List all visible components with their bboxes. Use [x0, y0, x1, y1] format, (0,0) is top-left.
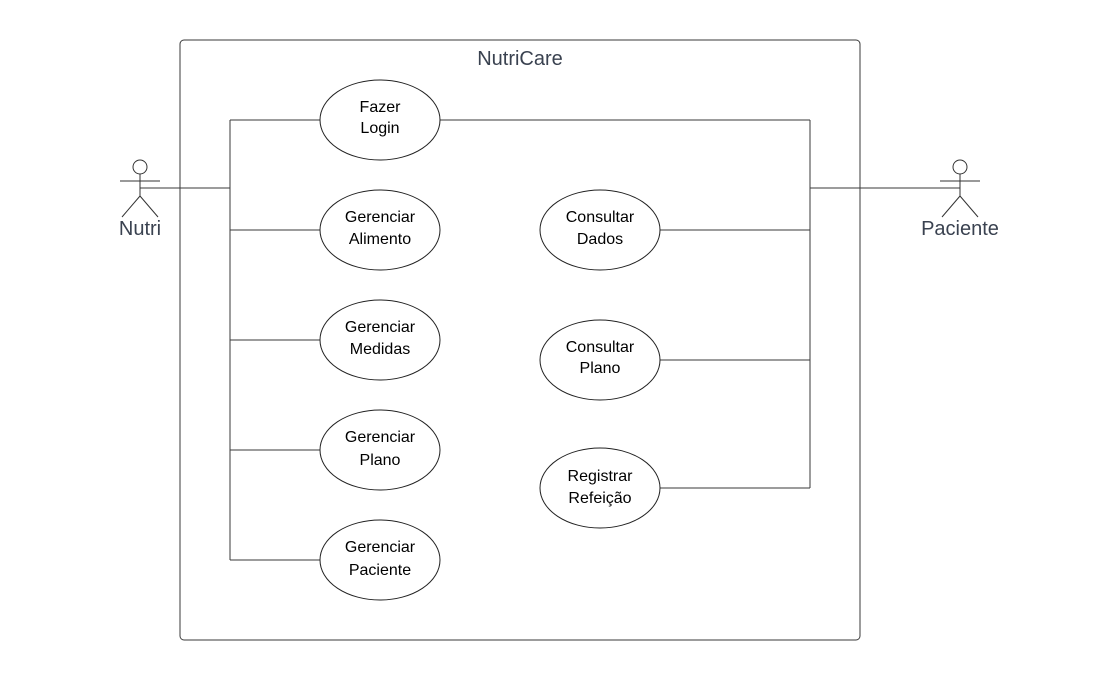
use-case-label-line1: Gerenciar	[345, 429, 416, 446]
use-case-label-line1: Gerenciar	[345, 319, 416, 336]
use-case-label-line1: Consultar	[566, 209, 635, 226]
use-case-gerenciar-alimento[interactable]: Gerenciar Alimento	[319, 189, 441, 271]
use-case-label-line2: Login	[360, 120, 399, 137]
use-case-fazer-login[interactable]: Fazer Login	[319, 79, 441, 161]
use-case-registrar-refeicao[interactable]: Registrar Refeição	[539, 447, 661, 529]
actor-label: Paciente	[921, 218, 999, 240]
use-case-label-line2: Plano	[360, 452, 401, 469]
use-case-label-line2: Refeição	[568, 490, 631, 507]
use-case-label-line2: Dados	[577, 231, 623, 248]
use-case-label-line2: Alimento	[349, 231, 411, 248]
actor-paciente[interactable]: Paciente	[921, 159, 999, 240]
actor-label: Nutri	[119, 218, 161, 240]
use-case-consultar-dados[interactable]: Consultar Dados	[539, 189, 661, 271]
use-case-label-line1: Registrar	[568, 468, 634, 485]
stick-figure-icon	[120, 159, 160, 218]
use-case-label-line1: Gerenciar	[345, 209, 416, 226]
actor-nutri[interactable]: Nutri	[119, 159, 161, 240]
use-case-label-line2: Medidas	[350, 341, 410, 358]
use-case-label-line2: Paciente	[349, 562, 411, 579]
nutri-associations	[140, 119, 320, 561]
stick-figure-icon	[940, 159, 980, 218]
use-case-consultar-plano[interactable]: Consultar Plano	[539, 319, 661, 401]
use-case-gerenciar-plano[interactable]: Gerenciar Plano	[319, 409, 441, 491]
use-case-label-line2: Plano	[580, 360, 621, 377]
use-case-gerenciar-medidas[interactable]: Gerenciar Medidas	[319, 299, 441, 381]
system-boundary	[179, 39, 861, 641]
use-case-label-line1: Consultar	[566, 339, 635, 356]
use-case-label-line1: Gerenciar	[345, 539, 416, 556]
system-title: NutriCare	[477, 48, 563, 70]
use-case-label-line1: Fazer	[360, 99, 402, 116]
use-case-gerenciar-paciente[interactable]: Gerenciar Paciente	[319, 519, 441, 601]
paciente-associations	[440, 119, 960, 489]
